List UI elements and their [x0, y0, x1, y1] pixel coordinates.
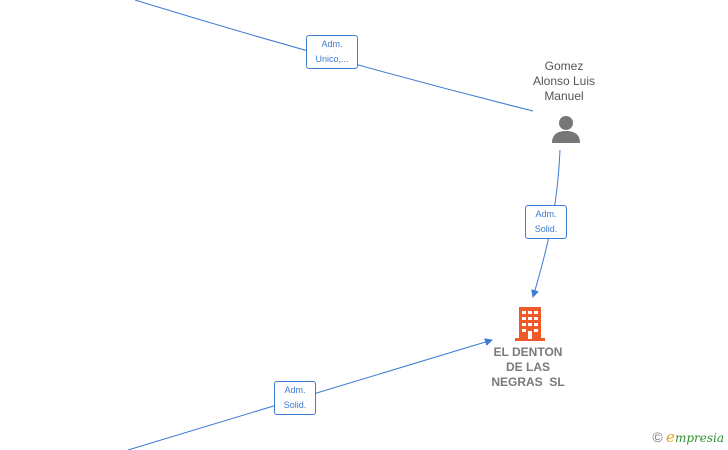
edge-label-top[interactable]: Adm. Unico,...	[306, 35, 358, 69]
company-building-icon[interactable]	[514, 307, 546, 341]
person-name[interactable]: Gomez Alonso Luis Manuel	[519, 59, 609, 104]
edge-label-bottom-line1: Adm.	[284, 385, 306, 395]
brand-initial: e	[666, 428, 675, 446]
edge-label-top-line2: Unico,...	[315, 54, 349, 64]
person-name-line1: Gomez	[544, 59, 584, 73]
edge-label-middle-line2: Solid.	[534, 224, 558, 234]
person-name-line3: Manuel	[544, 89, 584, 103]
copyright-symbol: ©	[652, 429, 663, 445]
edge-label-bottom[interactable]: Adm. Solid.	[274, 381, 316, 415]
company-name[interactable]: EL DENTON DE LAS NEGRAS SL	[473, 345, 583, 390]
edge-label-middle-line1: Adm.	[535, 209, 557, 219]
brand-name: mpresia	[674, 431, 724, 445]
person-icon[interactable]	[551, 114, 581, 144]
company-name-line2: DE LAS	[505, 360, 550, 374]
person-name-line2: Alonso Luis	[532, 74, 596, 88]
edge-label-top-line1: Adm.	[321, 39, 343, 49]
company-name-line1: EL DENTON	[493, 345, 563, 359]
edge-label-middle[interactable]: Adm. Solid.	[525, 205, 567, 239]
edge-label-bottom-line2: Solid.	[283, 400, 307, 410]
company-name-line3: NEGRAS SL	[491, 375, 565, 389]
empresia-watermark: © empresia	[652, 428, 724, 446]
